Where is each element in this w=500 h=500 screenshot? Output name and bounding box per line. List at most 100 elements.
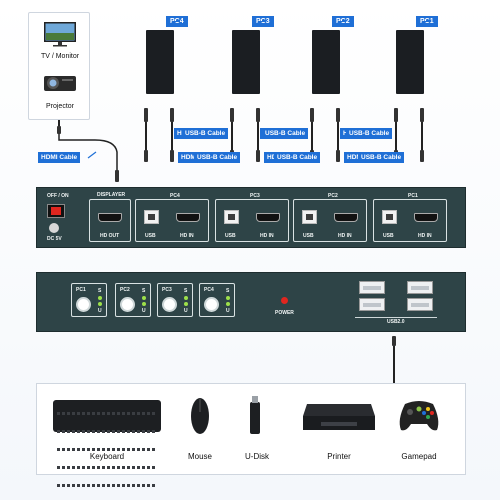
usb-b-cable-tag: USB-B Cable [358, 152, 405, 163]
keyboard-key [67, 430, 70, 433]
keyboard-key [132, 466, 135, 469]
keyboard-key [87, 430, 90, 433]
pc-switch-label: PC1 [76, 287, 86, 293]
keyboard-key [67, 466, 70, 469]
power-switch[interactable] [47, 204, 65, 218]
keyboard-key [97, 448, 100, 451]
usb-b-port[interactable] [144, 210, 159, 224]
hdmi-plug [420, 150, 424, 162]
keyboard-key [92, 430, 95, 433]
dc-label: DC 5V [47, 236, 62, 242]
keyboard-key [112, 448, 115, 451]
hdmi-in-port[interactable] [334, 213, 358, 222]
keyboard-key [142, 448, 145, 451]
power-switch-rocker [51, 207, 61, 215]
device-usb-plug [392, 336, 396, 346]
hd-in-label: HD IN [418, 233, 432, 239]
usb-b-port[interactable] [302, 210, 317, 224]
hdmi-plug [170, 150, 174, 162]
usb-b-port[interactable] [382, 210, 397, 224]
keyboard-key [62, 412, 65, 415]
keyboard-key [57, 412, 60, 415]
keyboard-key [72, 448, 75, 451]
keyboard-key [102, 448, 105, 451]
keyboard-key [147, 448, 150, 451]
mouse-icon [191, 398, 209, 434]
round-switch-button[interactable] [162, 297, 177, 312]
computer-tower-icon [232, 30, 260, 94]
mouse-label: Mouse [187, 452, 212, 461]
keyboard-key [62, 466, 65, 469]
hd-in-label: HD IN [338, 233, 352, 239]
usb-a-port-3[interactable] [407, 281, 433, 294]
u-disk-icon [250, 396, 260, 434]
status-led [226, 302, 230, 306]
dc-jack [49, 223, 59, 233]
keyboard-key [102, 484, 105, 487]
printer-icon [303, 404, 375, 430]
power-switch-label: OFF / ON [47, 193, 69, 199]
usb-b-port[interactable] [224, 210, 239, 224]
keyboard-key [62, 448, 65, 451]
usb-b-plug [394, 108, 398, 122]
usb-a-port-2[interactable] [359, 298, 385, 311]
power-led [281, 297, 288, 304]
tv-monitor-icon [44, 22, 76, 47]
device-usb-cable [393, 346, 395, 383]
keyboard-key [87, 448, 90, 451]
keyboard-key [77, 448, 80, 451]
keyboard-key [92, 448, 95, 451]
keyboard-key [112, 466, 115, 469]
usb-b-cable-tag: USB-B Cable [274, 152, 321, 163]
keyboard-key [62, 430, 65, 433]
keyboard-key [122, 484, 125, 487]
keyboard-key [132, 412, 135, 415]
keyboard-key [112, 412, 115, 415]
usb-b-plug [144, 108, 148, 122]
keyboard-key [152, 412, 155, 415]
keyboard-key [127, 448, 130, 451]
cable-segment [145, 122, 147, 150]
keyboard-key [57, 430, 60, 433]
keyboard-key [92, 466, 95, 469]
cable-segment [257, 122, 259, 150]
round-switch-button[interactable] [204, 297, 219, 312]
keyboard-key [127, 466, 130, 469]
usb-a-port-4[interactable] [407, 298, 433, 311]
round-switch-button[interactable] [76, 297, 91, 312]
usb-a-port-1[interactable] [359, 281, 385, 294]
keyboard-key [147, 412, 150, 415]
keyboard-key [62, 484, 65, 487]
round-switch-button[interactable] [120, 297, 135, 312]
display-cable [58, 120, 60, 130]
keyboard-key [117, 466, 120, 469]
usb-label: USB [383, 233, 394, 239]
hd-out-port[interactable] [98, 213, 122, 222]
callout-line [422, 21, 430, 22]
keyboard-key [67, 448, 70, 451]
keyboard-key [117, 448, 120, 451]
projector-icon [44, 76, 76, 91]
keyboard-key [142, 484, 145, 487]
keyboard-key [112, 484, 115, 487]
keyboard-label: Keyboard [89, 452, 125, 461]
keyboard-key [72, 466, 75, 469]
keyboard-key [117, 430, 120, 433]
usb-label: USB [225, 233, 236, 239]
hdmi-in-port[interactable] [176, 213, 200, 222]
hd-in-label: HD IN [260, 233, 274, 239]
hdmi-plug [336, 108, 340, 122]
hdmi-in-port[interactable] [414, 213, 438, 222]
keyboard-key [82, 466, 85, 469]
hdmi-in-port[interactable] [256, 213, 280, 222]
keyboard-key [67, 412, 70, 415]
usb-label: USB [145, 233, 156, 239]
keyboard-key [82, 484, 85, 487]
